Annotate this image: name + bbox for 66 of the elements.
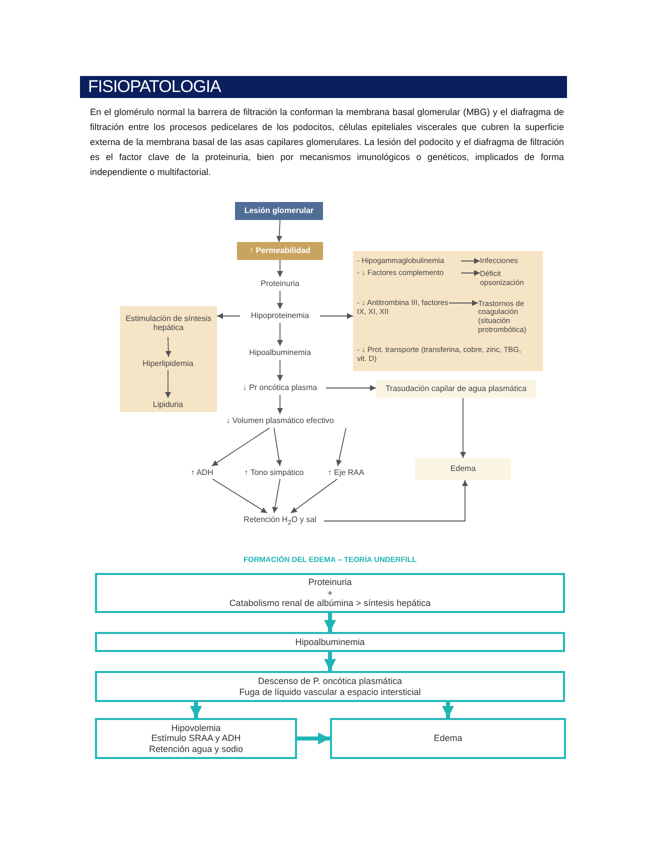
arrow <box>216 313 240 319</box>
arrow <box>460 270 480 276</box>
flow-label: Retención H$_{2}$O y sal <box>236 513 324 529</box>
arrow <box>297 732 330 744</box>
box-text: Edema <box>450 464 476 474</box>
arrow <box>165 370 171 398</box>
box-text: Descenso de P. oncótica plasmática <box>258 676 402 686</box>
flow-label: ↓ Volumen plasmático efectivo <box>212 414 348 428</box>
group-panel <box>353 251 543 371</box>
arrow <box>460 258 480 264</box>
box-text: + <box>327 588 333 598</box>
arrow <box>460 398 466 458</box>
group-panel <box>120 306 217 412</box>
flow-label: ↑ ADH <box>184 466 220 479</box>
arrow <box>277 322 283 346</box>
arrow <box>320 313 354 319</box>
process-box <box>237 242 323 260</box>
arrow <box>324 652 336 671</box>
process-box <box>95 718 297 759</box>
box-text: Fuga de líquido vascular a espacio intersticial <box>239 686 421 697</box>
arrow <box>211 428 270 466</box>
arrow <box>272 478 280 514</box>
box-text: Lesión glomerular <box>244 206 314 216</box>
arrow <box>276 220 282 242</box>
arrow <box>324 480 468 522</box>
box-text: Trasudación capilar de agua plasmática <box>385 384 527 394</box>
box-text: Hipoalbuminemia <box>295 636 365 648</box>
flow-label: ↑ Tono simpático <box>238 466 310 479</box>
process-box <box>376 380 536 398</box>
arrow <box>165 336 172 358</box>
box-text: Catabolismo renal de albúmina > síntesis hepática <box>229 598 431 609</box>
arrow <box>277 290 283 310</box>
arrow <box>274 428 282 466</box>
body-paragraph: En el glomérulo normal la barrera de filtración la conforman la membrana basal glomerular (MBG) y el diafragma de filtración entre los procesos pedicelares de los podocitos, células epiteliales viscerales que cubren la superficie externa de la membrana basal de las asas capilares glomerulares. La lesión del podocito y el diafragma de filtración es el factor clave de la proteinuria, bien por mecanismos imunológicos o genéticos, implicados de forma independiente o multifactorial. <box>90 106 564 179</box>
section-heading: FISIOPATOLOGIA <box>80 76 567 98</box>
arrow <box>277 360 283 382</box>
arrow <box>448 300 478 306</box>
process-box <box>95 573 565 613</box>
flow-label: ↑ Eje RAA <box>320 466 372 479</box>
arrow <box>277 260 283 278</box>
process-box <box>95 671 565 702</box>
process-box <box>95 632 565 652</box>
box-text: Proteinuria <box>308 577 352 588</box>
box-text: Estímulo SRAA y ADH <box>151 733 241 744</box>
box-text: Edema <box>434 733 462 744</box>
flow-label: Estimulación de síntesis hepática <box>122 309 215 337</box>
arrow <box>326 385 376 391</box>
box-text: ↑ Permeabilidad <box>250 246 310 256</box>
flow-label: Hiperlipidemia <box>138 357 198 370</box>
flow-label: Lipiduria <box>145 398 191 411</box>
flow-label: Hipoalbuminemia <box>243 346 317 360</box>
process-box <box>415 458 511 480</box>
arrow <box>290 478 338 514</box>
arrow <box>212 478 268 514</box>
flow-label: ↓ Pr oncótica plasma <box>234 381 326 395</box>
arrow <box>442 702 454 718</box>
process-box <box>235 202 323 220</box>
flow-label: Hipoproteinemia <box>240 309 320 323</box>
process-box <box>330 718 566 759</box>
arrow <box>277 394 283 414</box>
box-text: Hipovolemia <box>171 722 221 734</box>
box-text: Retención agua y sodio <box>148 744 244 754</box>
arrow <box>336 428 346 466</box>
flow-label: Proteinuria <box>248 277 312 291</box>
arrow <box>324 613 336 632</box>
arrow <box>190 702 202 718</box>
